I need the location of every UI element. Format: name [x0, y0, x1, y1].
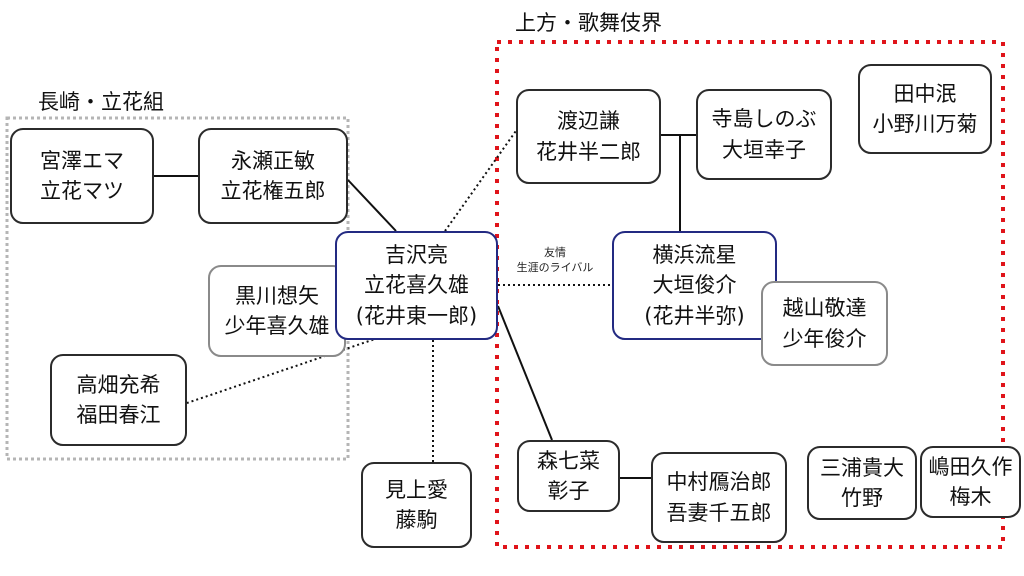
edge-yoshizawa-watanabe — [444, 127, 519, 232]
actor-name: 嶋田久作 — [928, 454, 1013, 479]
actor-name: 三浦貴大 — [820, 455, 904, 480]
actor-name: 渡辺謙 — [557, 109, 620, 134]
role-name: 立花マツ — [40, 179, 124, 203]
node-koshiyama: 越山敬達 少年俊介 — [761, 281, 888, 366]
node-yoshizawa: 吉沢亮 立花喜久雄 (花井東一郎) — [335, 231, 498, 340]
node-mikami: 見上愛 藤駒 — [361, 462, 472, 548]
actor-name: 黒川想矢 — [235, 283, 319, 308]
edge-yoshizawa-takahata — [186, 337, 379, 404]
role-name: 立花喜久雄 — [364, 273, 469, 298]
rival-edge-label: 友情 生涯のライバル — [504, 246, 606, 276]
actor-name: 宮澤エマ — [40, 148, 124, 173]
role-name: 吾妻千五郎 — [666, 500, 772, 525]
rival-edge-label-line-1: 友情 — [544, 246, 566, 259]
node-nakamura: 中村鴈治郎 吾妻千五郎 — [651, 452, 787, 543]
role-name: 少年喜久雄 — [224, 314, 330, 338]
role-name: 少年俊介 — [782, 326, 867, 351]
role-name: 大垣俊介 — [652, 273, 737, 298]
role-name: 立花権五郎 — [220, 179, 326, 203]
role-name: 福田春江 — [76, 403, 161, 427]
stage-name: (花井半弥) — [644, 303, 745, 328]
node-terajima: 寺島しのぶ 大垣幸子 — [696, 89, 832, 180]
node-shimada: 嶋田久作 梅木 — [920, 446, 1021, 518]
node-watanabe: 渡辺謙 花井半二郎 — [516, 89, 661, 184]
node-tanaka: 田中泯 小野川万菊 — [858, 64, 992, 154]
role-name: 花井半二郎 — [536, 139, 641, 164]
node-mori: 森七菜 彰子 — [517, 440, 620, 512]
actor-name: 永瀬正敏 — [231, 148, 315, 173]
role-name: 彰子 — [547, 479, 590, 503]
actor-name: 見上愛 — [385, 477, 448, 502]
kamigata-group-label: 上方・歌舞伎界 — [515, 11, 662, 35]
stage-name: (花井東一郎) — [355, 303, 478, 328]
actor-name: 高畑充希 — [76, 372, 161, 397]
role-name: 大垣幸子 — [722, 137, 806, 162]
actor-name: 越山敬達 — [782, 296, 867, 321]
actor-name: 横浜流星 — [652, 242, 737, 267]
node-miyazawa: 宮澤エマ 立花マツ — [10, 128, 154, 224]
role-name: 竹野 — [841, 486, 883, 510]
role-name: 梅木 — [949, 485, 992, 509]
node-takahata: 高畑充希 福田春江 — [50, 354, 187, 446]
actor-name: 寺島しのぶ — [711, 107, 817, 132]
node-nagase: 永瀬正敏 立花権五郎 — [198, 128, 348, 224]
nagasaki-group-label: 長崎・立花組 — [38, 90, 164, 114]
node-miura: 三浦貴大 竹野 — [807, 446, 917, 520]
role-name: 藤駒 — [395, 508, 438, 532]
edge-yoshizawa-mori — [497, 305, 553, 441]
edge-nagase-yoshizawa — [347, 179, 397, 232]
actor-name: 田中泯 — [893, 81, 957, 106]
kamigata-group-frame — [495, 40, 1005, 549]
actor-name: 森七菜 — [537, 448, 600, 473]
actor-name: 中村鴈治郎 — [666, 470, 772, 495]
rival-edge-label-line-2: 生涯のライバル — [516, 260, 594, 274]
role-name: 小野川万菊 — [872, 112, 978, 136]
actor-name: 吉沢亮 — [385, 242, 448, 267]
node-kurokawa: 黒川想矢 少年喜久雄 — [208, 265, 346, 357]
node-yokohama: 横浜流星 大垣俊介 (花井半弥) — [612, 231, 777, 340]
